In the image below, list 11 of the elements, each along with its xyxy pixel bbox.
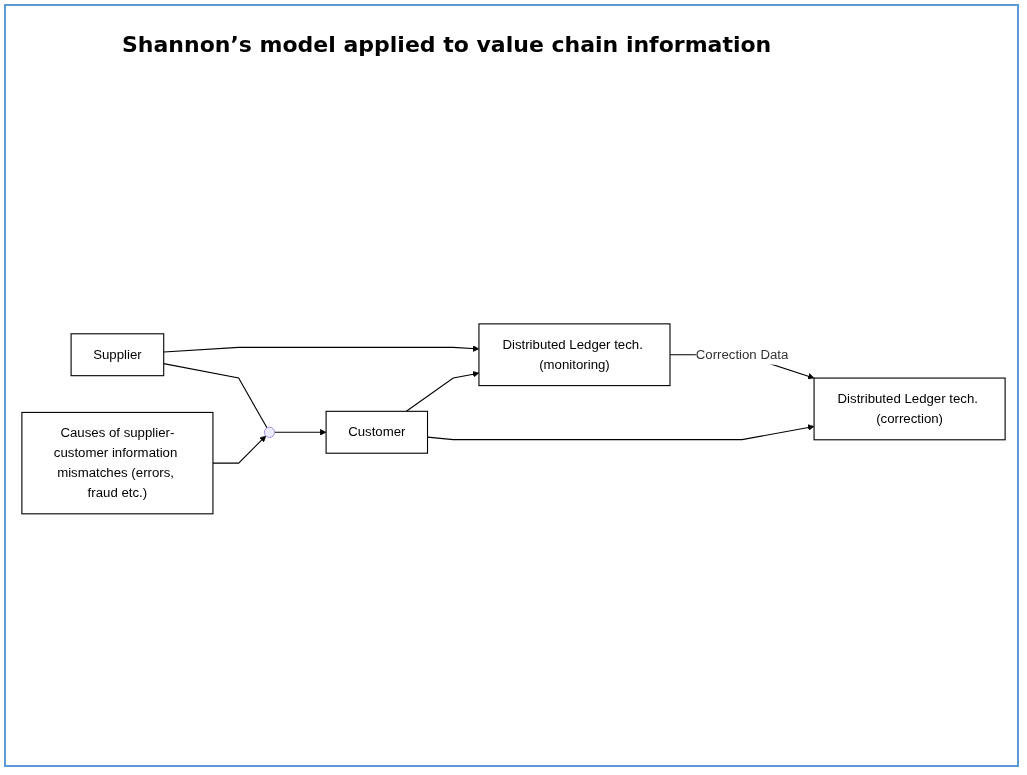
- node-box: Distributed Ledger tech. (monitoring): [478, 322, 671, 386]
- node-box: Distributed Ledger tech. (correction): [813, 377, 1006, 440]
- node-box: Supplier: [70, 332, 165, 376]
- edge-label: Correction Data: [695, 346, 789, 362]
- node-box: Customer: [325, 410, 429, 454]
- connector: [163, 362, 268, 428]
- node-box: Causes of supplier-customer information mismatches (errors, fraud etc.): [21, 411, 214, 514]
- arrow: [274, 428, 327, 436]
- diagram-title: Shannon’s model applied to value chain information: [122, 32, 772, 57]
- arrow: [212, 435, 267, 464]
- node-circle: [264, 426, 275, 438]
